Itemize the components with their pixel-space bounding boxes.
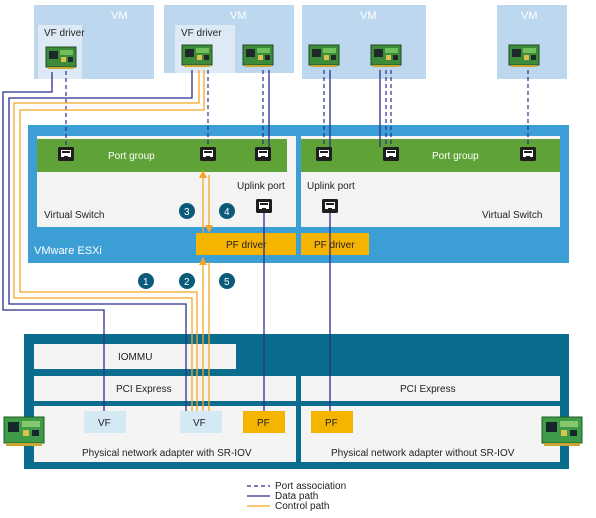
- port-icon: [383, 147, 399, 161]
- port-icon: [200, 147, 216, 161]
- pf-right-label: PF: [325, 418, 338, 429]
- port-group-right-label: Port group: [432, 151, 479, 162]
- pf-driver-left-label: PF driver: [226, 240, 267, 251]
- vf-nic-icon: [181, 44, 213, 68]
- vm-4: VM: [497, 5, 567, 79]
- pf-left-label: PF: [257, 418, 270, 429]
- port-icon: [255, 147, 271, 161]
- pf-driver-right: [301, 233, 369, 255]
- vf-box-2: [180, 411, 222, 433]
- pci-express-left: [34, 376, 296, 401]
- step-3-label: 3: [184, 207, 190, 218]
- pci-left-label: PCI Express: [116, 384, 172, 395]
- pf-driver-left: [196, 233, 296, 255]
- vf-box-1: [84, 411, 126, 433]
- uplink-port-left-label: Uplink port: [237, 181, 285, 192]
- control-paths: [13, 70, 210, 411]
- step-3-badge: [179, 203, 195, 219]
- pci-right-label: PCI Express: [400, 384, 456, 395]
- port-group-right: [301, 139, 560, 172]
- iommu-label: IOMMU: [118, 352, 152, 363]
- virtual-switch-right-label: Virtual Switch: [482, 210, 542, 221]
- vf-nic-icon: [45, 46, 77, 70]
- step-5-badge: [219, 273, 235, 289]
- vm-2-label: VM: [230, 10, 247, 22]
- step-1-badge: [138, 273, 154, 289]
- pci-express-right: [301, 376, 560, 401]
- data-paths: [2, 70, 381, 411]
- vm-1-driver-label: VF driver: [44, 28, 85, 39]
- vm-1-label: VM: [111, 10, 128, 22]
- port-icon: [58, 147, 74, 161]
- uplink-port-right-label: Uplink port: [307, 181, 355, 192]
- step-badges: 1 2 3 4 5: [138, 203, 235, 289]
- step-4-badge: [219, 203, 235, 219]
- iommu-box: [34, 344, 236, 369]
- legend-control-path-label: Control path: [275, 501, 329, 512]
- vnic-icon: [370, 44, 402, 68]
- pf-box-left: [243, 411, 285, 433]
- legend: Port association Data path Control path: [247, 481, 346, 512]
- port-group-left: [37, 139, 287, 172]
- step-2-badge: [179, 273, 195, 289]
- legend-data-path-label: Data path: [275, 491, 318, 502]
- step-2-label: 2: [184, 277, 190, 288]
- vm-1: VM VF driver: [34, 5, 154, 79]
- vm-2: VM VF driver: [164, 5, 294, 73]
- vm-3: VM: [302, 5, 426, 79]
- port-icon: [520, 147, 536, 161]
- vnic-icon: [508, 44, 540, 68]
- adapter-no-sriov-label: Physical network adapter without SR-IOV: [331, 448, 515, 459]
- vm-4-label: VM: [521, 10, 538, 22]
- physical-nic-icon: [541, 416, 583, 447]
- vnic-icon: [242, 44, 274, 68]
- pf-driver-right-label: PF driver: [314, 240, 355, 251]
- esxi-host: VMware ESXi Port group Uplink port Virtu…: [28, 125, 569, 263]
- vm-3-label: VM: [360, 10, 377, 22]
- pf-box-right: [311, 411, 353, 433]
- port-icon: [316, 147, 332, 161]
- uplink-port-icon: [322, 199, 338, 213]
- hardware: IOMMU PCI Express PCI Express VF VF PF P…: [3, 334, 583, 469]
- step-5-label: 5: [224, 277, 230, 288]
- vf-2-label: VF: [193, 418, 206, 429]
- step-4-label: 4: [224, 207, 230, 218]
- adapter-sriov-label: Physical network adapter with SR-IOV: [82, 448, 252, 459]
- vnic-icon: [308, 44, 340, 68]
- vf-1-label: VF: [98, 418, 111, 429]
- port-associations: [65, 70, 529, 147]
- uplink-port-icon: [256, 199, 272, 213]
- vm-2-driver-label: VF driver: [181, 28, 222, 39]
- step-1-label: 1: [143, 277, 149, 288]
- physical-nic-icon: [3, 416, 45, 447]
- port-group-left-label: Port group: [108, 151, 155, 162]
- host-name: VMware ESXi: [34, 245, 102, 257]
- virtual-switch-left-label: Virtual Switch: [44, 210, 104, 221]
- legend-port-association-label: Port association: [275, 481, 346, 492]
- control-arrowheads: [199, 170, 213, 265]
